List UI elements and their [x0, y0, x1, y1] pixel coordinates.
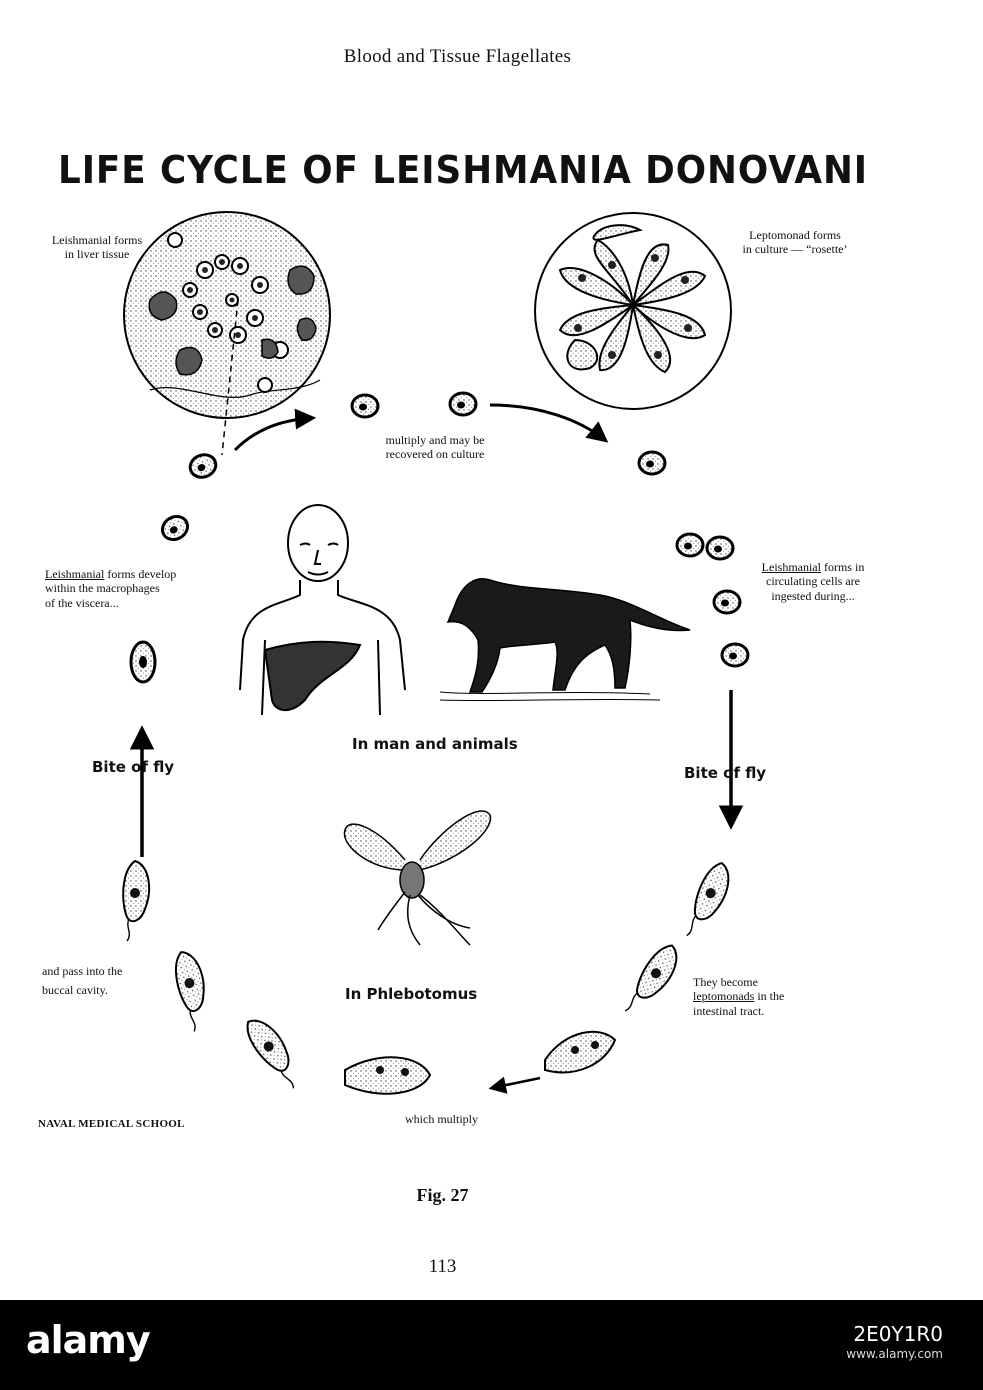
label-line: intestinal tract.	[693, 1003, 765, 1018]
label-line: within the macrophages	[45, 581, 160, 596]
label-man-animals: In man and animals	[352, 735, 518, 753]
human-figure	[239, 504, 406, 716]
label-which-multiply: which multiply	[405, 1112, 478, 1126]
label-line: ingested during...	[771, 588, 855, 603]
label-bite-right: Bite of fly	[684, 764, 767, 782]
underlined-term: Leishmanial	[45, 567, 105, 581]
dog-figure	[439, 578, 691, 702]
label-line: of the viscera...	[45, 595, 119, 610]
label-line: in culture — “rosette’	[742, 242, 848, 257]
sandfly-figure	[343, 810, 492, 946]
label-line: circulating cells are	[766, 574, 860, 589]
watermark-caption: www.alamy.com	[846, 1347, 943, 1361]
underlined-term: Leishmanial	[761, 560, 821, 574]
label-buccal: and pass into the buccal cavity.	[42, 962, 202, 1000]
label-line: multiply and may be	[385, 433, 485, 447]
label-line: leptomonads in the	[693, 989, 853, 1003]
label-text: forms in	[820, 560, 865, 574]
label-phlebotomus: In Phlebotomus	[345, 985, 478, 1003]
running-header: Blood and Tissue Flagellates	[343, 46, 572, 67]
liver-tissue-micrograph	[123, 211, 331, 456]
rosette-culture-micrograph	[534, 212, 732, 410]
image-id-block: 2E0Y1R0 www.alamy.com	[846, 1322, 943, 1362]
label-bite-left: Bite of fly	[92, 758, 175, 776]
life-cycle-diagram	[122, 211, 750, 1095]
label-line: Leishmanial forms develop	[45, 567, 245, 581]
label-become-leptomonads: They become leptomonads in the intestina…	[693, 975, 853, 1018]
document-page: Blood and Tissue Flagellates LIFE CYCLE …	[32, 46, 888, 1277]
label-line: buccal cavity.	[42, 983, 108, 998]
leptomonad-cells	[122, 858, 736, 1095]
image-id: 2E0Y1R0	[853, 1322, 943, 1346]
page-number: 113	[428, 1256, 457, 1277]
label-line: Leishmanial forms	[51, 233, 143, 247]
label-line: Leishmanial forms in	[738, 560, 888, 574]
label-line: recovered on culture	[385, 447, 485, 462]
amastigote-cells	[129, 391, 750, 684]
credit-naval-medical-school: NAVAL MEDICAL SCHOOL	[38, 1118, 185, 1130]
label-multiply-culture: multiply and may be recovered on culture	[360, 433, 510, 462]
label-develop-viscera: Leishmanial forms develop within the mac…	[45, 567, 245, 610]
label-line: and pass into the	[42, 964, 123, 978]
label-text: in the	[754, 989, 785, 1004]
diagram-title: LIFE CYCLE OF LEISHMANIA DONOVANI	[58, 148, 869, 192]
alamy-logo: alamy	[26, 1318, 151, 1362]
figure-label: Fig. 27	[416, 1185, 469, 1205]
label-liver-tissue: Leishmanial forms in liver tissue	[32, 233, 162, 262]
label-ingested: Leishmanial forms in circulating cells a…	[738, 560, 888, 603]
label-line: They become	[693, 975, 758, 989]
watermark-footer	[0, 1300, 983, 1390]
label-line: in liver tissue	[64, 247, 130, 262]
label-text: forms develop	[104, 567, 177, 581]
label-line: Leptomonad forms	[749, 228, 841, 242]
label-rosette: Leptomonad forms in culture — “rosette’	[720, 228, 870, 257]
underlined-term: leptomonads	[693, 989, 755, 1004]
